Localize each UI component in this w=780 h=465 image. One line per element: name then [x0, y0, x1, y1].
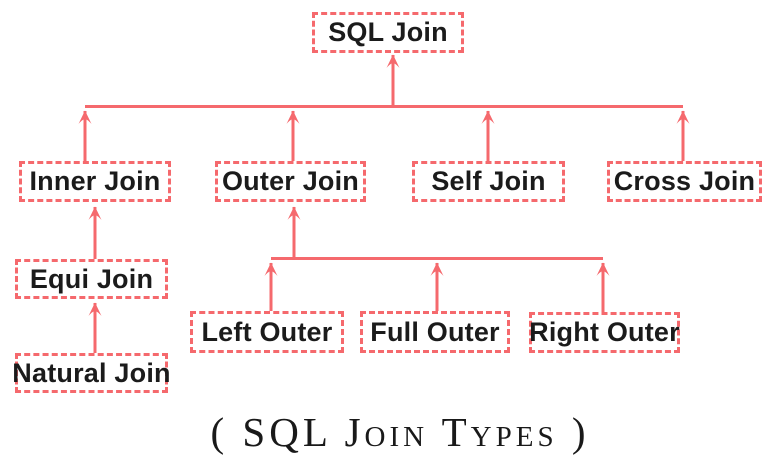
node-self-join-label: Self Join	[431, 166, 546, 196]
node-natural-join: Natural Join	[12, 353, 171, 393]
node-outer-join: Outer Join	[215, 161, 366, 202]
node-sql-join: SQL Join	[312, 12, 464, 53]
node-natural-join-label: Natural Join	[12, 357, 171, 388]
node-full-outer-label: Full Outer	[370, 316, 500, 347]
node-left-outer: Left Outer	[190, 311, 344, 353]
node-outer-join-label: Outer Join	[221, 166, 359, 196]
node-inner-join: Inner Join	[19, 161, 171, 202]
node-equi-join: Equi Join	[15, 259, 168, 299]
node-right-outer-label: Right Outer	[529, 317, 680, 347]
node-left-outer-label: Left Outer	[201, 316, 333, 347]
node-inner-join-label: Inner Join	[29, 166, 161, 196]
node-full-outer: Full Outer	[360, 311, 510, 353]
node-right-outer: Right Outer	[529, 312, 680, 353]
node-self-join: Self Join	[412, 161, 565, 202]
node-cross-join: Cross Join	[607, 161, 762, 202]
node-equi-join-label: Equi Join	[29, 263, 154, 294]
node-cross-join-label: Cross Join	[613, 166, 756, 196]
diagram-caption: ( SQL Join Types )	[210, 409, 590, 455]
node-sql-join-label: SQL Join	[328, 17, 448, 47]
